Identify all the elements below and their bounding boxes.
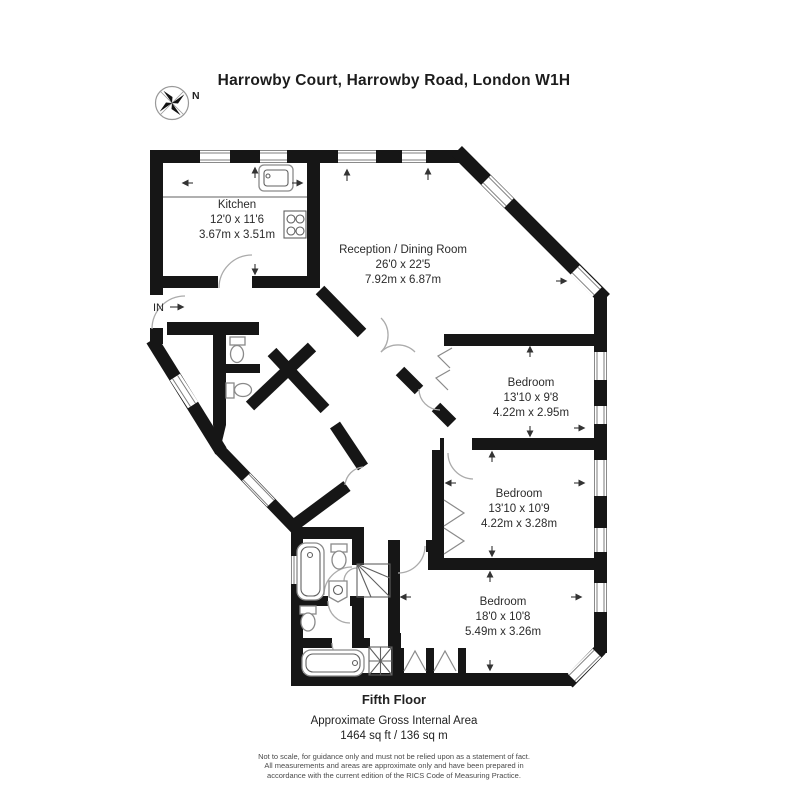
- room-dim-metric: 4.22m x 2.95m: [492, 407, 570, 420]
- room-label-bedroom-1: Bedroom 13'10 x 9'8 4.22m x 2.95m: [421, 376, 641, 422]
- disclaimer-line: accordance with the current edition of t…: [267, 770, 521, 780]
- room-dim-metric: 4.22m x 3.28m: [480, 518, 558, 531]
- room-dim-imperial: 12'0 x 11'6: [209, 214, 265, 227]
- compass-icon: N: [154, 85, 200, 121]
- room-dim-imperial: 26'0 x 22'5: [375, 259, 431, 272]
- room-name: Bedroom: [495, 488, 543, 500]
- room-dim-imperial: 13'10 x 10'9: [488, 503, 550, 516]
- room-dim-metric: 7.92m x 6.87m: [364, 274, 442, 287]
- footer: Fifth Floor Approximate Gross Internal A…: [194, 692, 594, 742]
- area-value: 1464 sq ft / 136 sq m: [340, 730, 448, 742]
- room-name: Bedroom: [479, 596, 527, 608]
- room-dim-metric: 5.49m x 3.26m: [464, 626, 542, 639]
- door-arcs: [151, 254, 474, 669]
- page-title: Harrowby Court, Harrowby Road, London W1…: [217, 72, 571, 89]
- wardrobe-doors: [403, 347, 466, 672]
- room-label-bedroom-2: Bedroom 13'10 x 10'9 4.22m x 3.28m: [409, 487, 629, 533]
- disclaimer-line: Not to scale, for guidance only and must…: [258, 752, 530, 761]
- room-dim-imperial: 18'0 x 10'8: [475, 611, 531, 624]
- disclaimer: Not to scale, for guidance only and must…: [174, 752, 614, 780]
- room-dim-imperial: 13'10 x 9'8: [503, 392, 559, 405]
- compass-north-label: N: [192, 90, 200, 102]
- room-name: Reception / Dining Room: [339, 244, 467, 256]
- room-dim-metric: 3.67m x 3.51m: [198, 229, 276, 242]
- area-label: Approximate Gross Internal Area: [310, 715, 478, 727]
- room-label-kitchen: Kitchen 12'0 x 11'6 3.67m x 3.51m: [127, 198, 347, 244]
- room-name: Bedroom: [507, 377, 555, 389]
- entrance-label: IN: [153, 302, 164, 314]
- dimension-arrows: [181, 166, 586, 672]
- room-label-reception: Reception / Dining Room 26'0 x 22'5 7.92…: [293, 243, 513, 289]
- room-name: Kitchen: [217, 199, 257, 211]
- disclaimer-line: All measurements and areas are approxima…: [264, 761, 524, 771]
- floor-name: Fifth Floor: [361, 692, 427, 707]
- entrance-marker: IN: [153, 302, 185, 314]
- windows: [150, 150, 607, 683]
- bathroom-fixtures: [225, 336, 393, 677]
- room-label-bedroom-3: Bedroom 18'0 x 10'8 5.49m x 3.26m: [393, 595, 613, 641]
- kitchen-fixtures: [163, 164, 307, 239]
